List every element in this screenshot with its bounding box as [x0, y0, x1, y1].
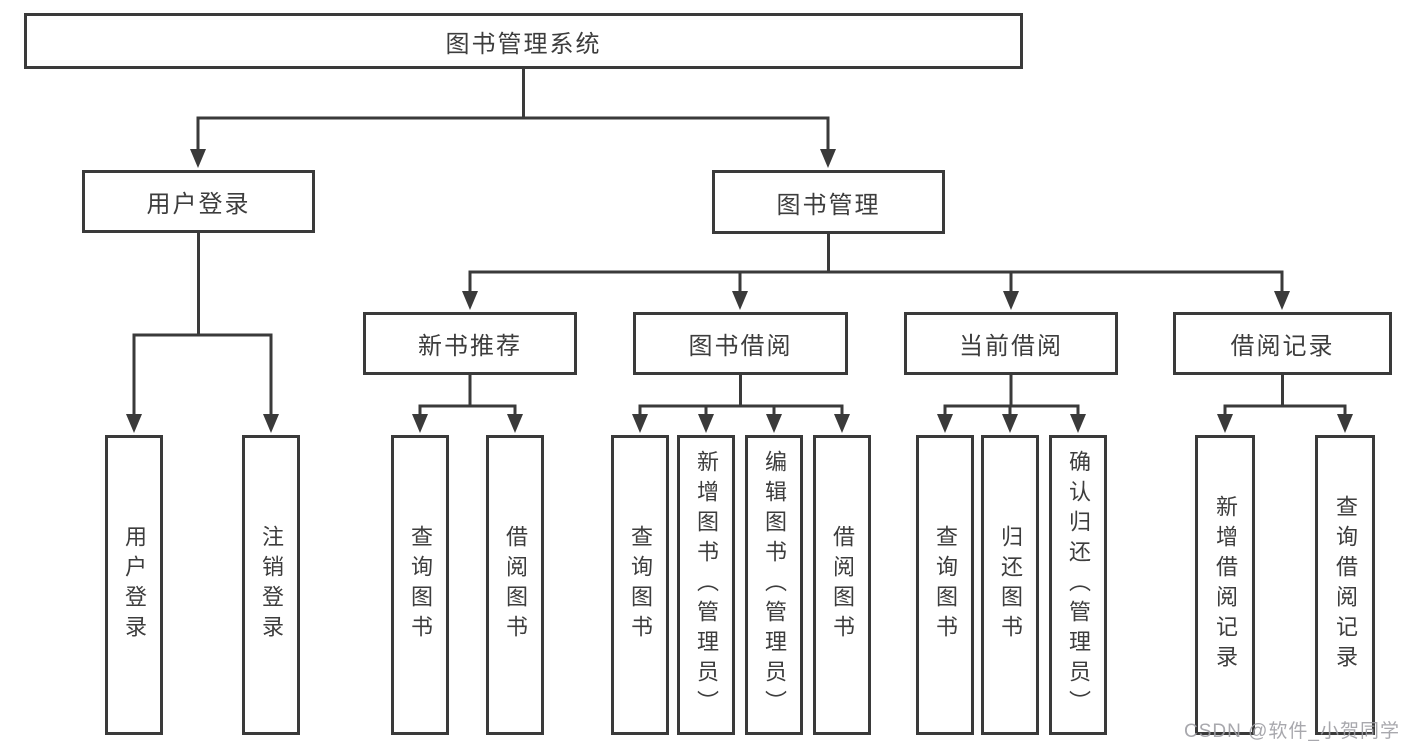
arrow-icon	[1337, 414, 1353, 433]
leaf-confirm-return-admin: 确认归还（管理员）	[1049, 435, 1107, 735]
node-root: 图书管理系统	[24, 13, 1023, 69]
connector-records-bar	[1223, 404, 1347, 417]
arrow-icon	[820, 149, 836, 168]
leaf-add-book-admin: 新增图书（管理员）	[677, 435, 735, 735]
arrowheads	[126, 149, 1353, 433]
connector-sections-bar	[468, 270, 1284, 294]
arrow-icon	[412, 414, 428, 433]
leaf-edit-book-admin: 编辑图书（管理员）	[745, 435, 803, 735]
leaf-query-books-borrow: 查询图书	[611, 435, 669, 735]
leaf-query-borrow-record: 查询借阅记录	[1315, 435, 1375, 735]
arrow-icon	[190, 149, 206, 168]
node-book-borrow: 图书借阅	[633, 312, 848, 375]
arrow-icon	[462, 291, 478, 310]
arrow-icon	[1274, 291, 1290, 310]
leaf-return-book: 归还图书	[981, 435, 1039, 735]
arrow-icon	[126, 414, 142, 433]
node-book-management: 图书管理	[712, 170, 945, 234]
node-new-book-recommend: 新书推荐	[363, 312, 577, 375]
arrow-icon	[1217, 414, 1233, 433]
leaf-borrow-books-recommend: 借阅图书	[486, 435, 544, 735]
arrow-icon	[937, 414, 953, 433]
leaf-logout: 注销登录	[242, 435, 300, 735]
arrow-icon	[732, 291, 748, 310]
connector-borrow-bar	[638, 404, 844, 417]
arrow-icon	[1070, 414, 1086, 433]
node-current-borrow: 当前借阅	[904, 312, 1118, 375]
arrow-icon	[766, 414, 782, 433]
arrow-icon	[507, 414, 523, 433]
arrow-icon	[263, 414, 279, 433]
leaf-query-books-current: 查询图书	[916, 435, 974, 735]
leaf-add-borrow-record: 新增借阅记录	[1195, 435, 1255, 735]
arrow-icon	[698, 414, 714, 433]
connector-recommend-bar	[418, 404, 517, 417]
connector-level2-bar	[196, 116, 830, 152]
leaf-borrow-books: 借阅图书	[813, 435, 871, 735]
connector-user-login-bar	[132, 333, 273, 417]
node-user-login: 用户登录	[82, 170, 315, 233]
arrow-icon	[632, 414, 648, 433]
leaf-query-books-recommend: 查询图书	[391, 435, 449, 735]
leaf-user-login: 用户登录	[105, 435, 163, 735]
watermark-text: CSDN @软件_小贺同学	[1184, 721, 1400, 742]
arrow-icon	[834, 414, 850, 433]
node-borrow-records: 借阅记录	[1173, 312, 1392, 375]
arrow-icon	[1003, 291, 1019, 310]
arrow-icon	[1002, 414, 1018, 433]
